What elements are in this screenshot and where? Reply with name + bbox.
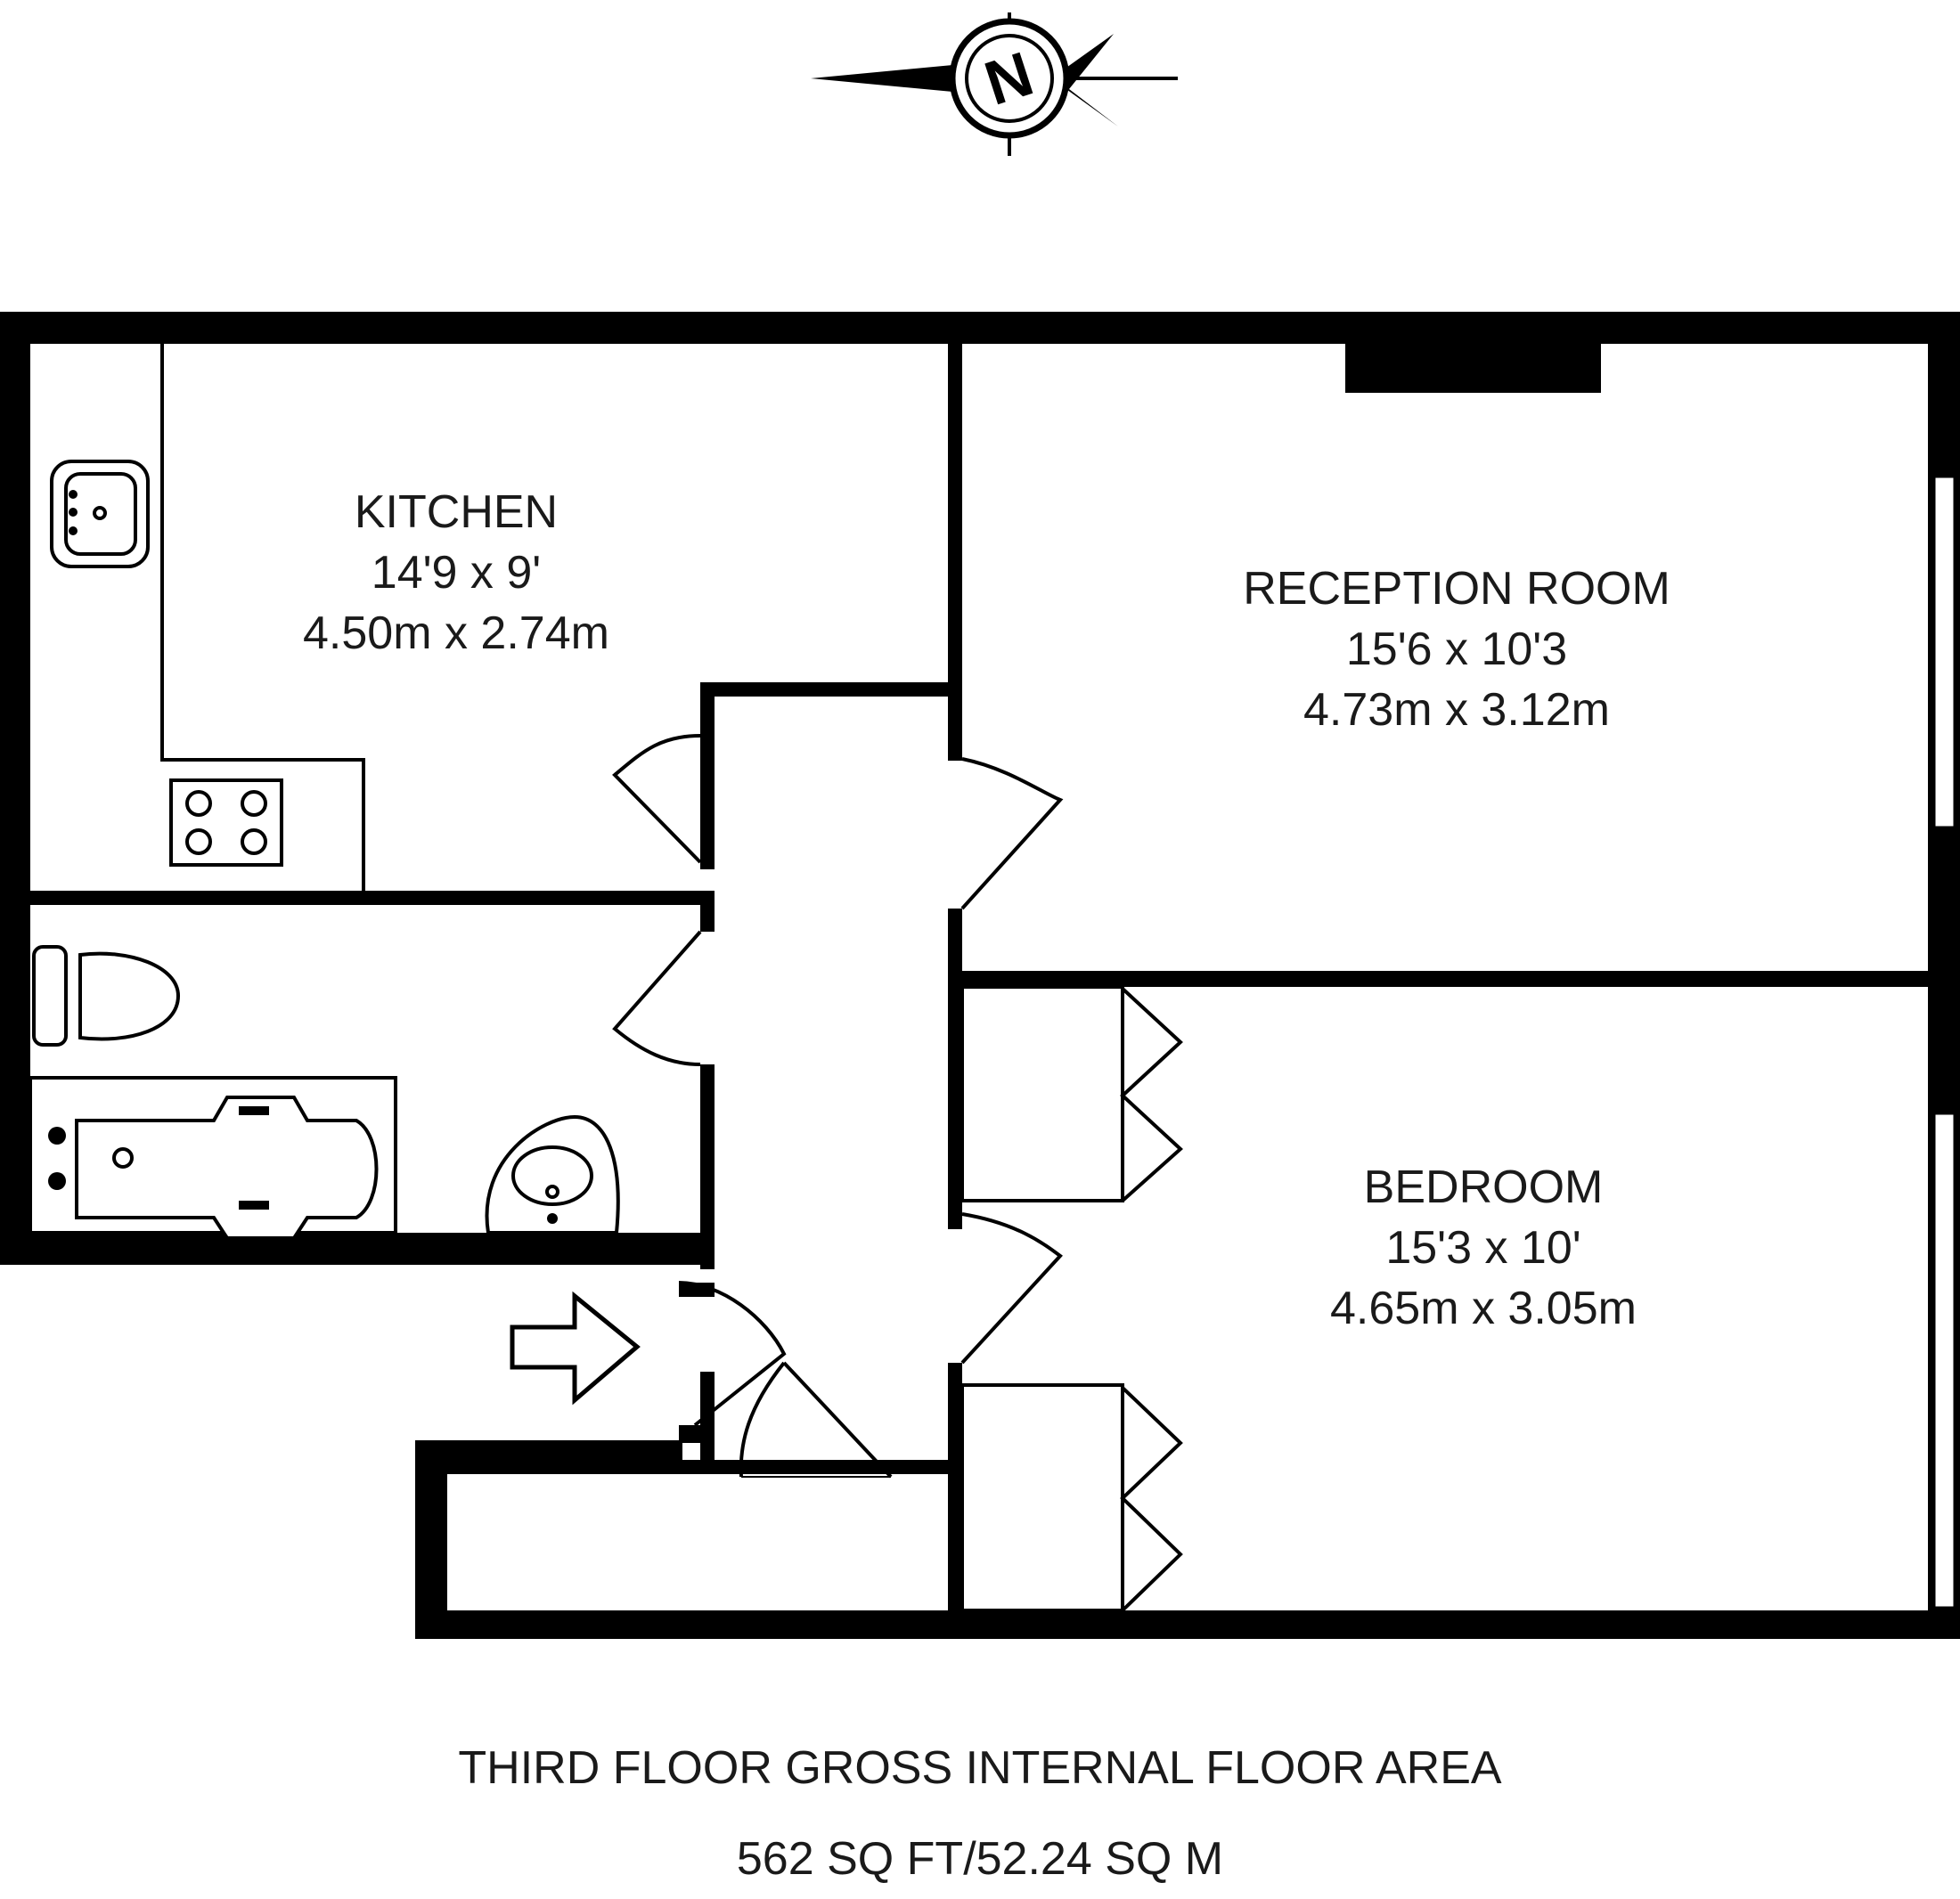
interior-walls bbox=[29, 342, 1928, 1639]
room-label-bedroom: BEDROOM 15'3 x 10' 4.65m x 3.05m bbox=[1330, 1161, 1637, 1334]
room-name: BEDROOM bbox=[1364, 1161, 1604, 1213]
room-dimensions-imperial: 15'6 x 10'3 bbox=[1346, 623, 1567, 675]
kitchen-sink-icon bbox=[50, 460, 150, 568]
room-dimensions-metric: 4.65m x 3.05m bbox=[1330, 1283, 1637, 1334]
hob-icon bbox=[169, 778, 283, 867]
entrance-arrow-icon bbox=[510, 1291, 641, 1406]
outer-walls bbox=[0, 312, 1960, 1639]
room-dimensions-metric: 4.50m x 2.74m bbox=[303, 607, 609, 659]
floor-area-title: THIRD FLOOR GROSS INTERNAL FLOOR AREA bbox=[458, 1742, 1501, 1794]
floor-area-value: 562 SQ FT/52.24 SQ M bbox=[737, 1833, 1223, 1885]
room-dimensions-metric: 4.73m x 3.12m bbox=[1303, 684, 1610, 736]
basin-icon bbox=[485, 1114, 620, 1235]
toilet-icon bbox=[32, 945, 181, 1047]
bath-icon bbox=[48, 1096, 379, 1240]
room-name: RECEPTION ROOM bbox=[1243, 563, 1670, 615]
room-dimensions-imperial: 14'9 x 9' bbox=[372, 547, 541, 599]
room-dimensions-imperial: 15'3 x 10' bbox=[1385, 1222, 1580, 1274]
doors bbox=[612, 734, 1183, 1612]
compass-icon: N bbox=[811, 12, 1178, 156]
room-label-reception-room: RECEPTION ROOM 15'6 x 10'3 4.73m x 3.12m bbox=[1243, 563, 1670, 736]
room-label-kitchen: KITCHEN 14'9 x 9' 4.50m x 2.74m bbox=[303, 486, 609, 659]
room-name: KITCHEN bbox=[355, 486, 558, 538]
